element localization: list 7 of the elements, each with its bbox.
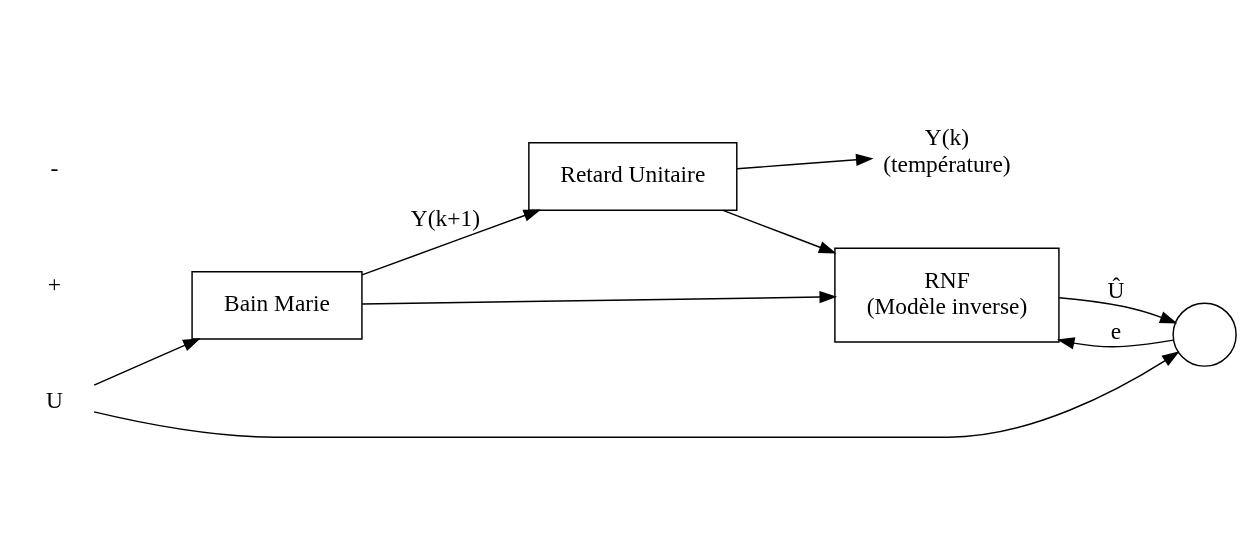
label: +: [47, 270, 62, 297]
node-text: Y(k) (température): [883, 124, 1011, 177]
edge-label: Û: [1107, 276, 1125, 303]
edge-label: Y(k+1): [410, 204, 480, 231]
label: -: [50, 155, 59, 182]
node-text: U: [45, 386, 63, 413]
edge-label: e: [1110, 317, 1122, 344]
